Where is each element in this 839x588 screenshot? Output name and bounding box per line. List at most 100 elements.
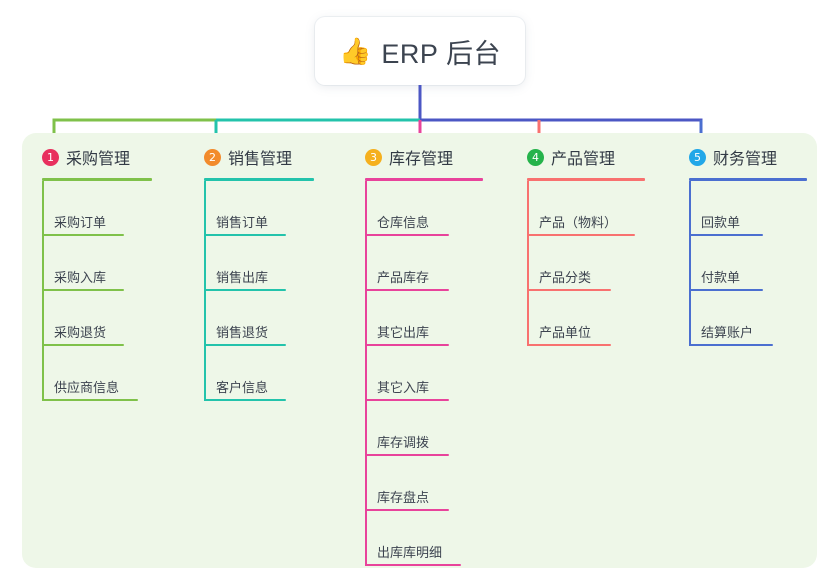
list-item-label: 销售退货	[216, 325, 269, 340]
list-item-rule	[42, 289, 124, 291]
list-item-rule	[365, 234, 449, 236]
branch-title-4: 产品管理	[551, 151, 616, 168]
item-stem	[365, 181, 367, 236]
list-item[interactable]: 回款单	[689, 181, 783, 236]
list-item-rule	[365, 289, 449, 291]
list-item-label: 出库库明细	[377, 545, 443, 560]
list-item[interactable]: 产品（物料）	[527, 181, 655, 236]
list-item-label: 仓库信息	[377, 215, 430, 230]
list-item-label: 付款单	[701, 270, 741, 285]
item-stem	[42, 291, 44, 346]
list-item-rule	[365, 454, 449, 456]
item-stem	[204, 236, 206, 291]
page-title: ERP 后台	[381, 38, 501, 69]
item-stem	[204, 346, 206, 401]
branch-header-rule-3	[365, 178, 483, 181]
list-item-rule	[365, 564, 461, 566]
branch-header-5[interactable]: 5 财务管理	[689, 145, 777, 169]
list-item-label: 产品库存	[377, 270, 430, 285]
list-item-rule	[527, 344, 611, 346]
list-item[interactable]: 销售退货	[204, 291, 306, 346]
list-item-rule	[42, 399, 138, 401]
list-item[interactable]: 采购入库	[42, 236, 144, 291]
item-stem	[204, 181, 206, 236]
list-item[interactable]: 付款单	[689, 236, 783, 291]
branch-title-5: 财务管理	[713, 151, 778, 168]
item-stem	[365, 346, 367, 401]
list-item-label: 其它出库	[377, 325, 430, 340]
list-item-label: 其它入库	[377, 380, 430, 395]
item-stem	[365, 291, 367, 346]
list-item-rule	[689, 344, 773, 346]
item-stem	[42, 346, 44, 401]
list-item-label: 产品单位	[539, 325, 592, 340]
branch-badge-4: 4	[527, 148, 544, 166]
list-item[interactable]: 产品分类	[527, 236, 631, 291]
list-item-rule	[365, 399, 449, 401]
list-item-label: 采购入库	[54, 270, 107, 285]
list-item-label: 销售出库	[216, 270, 269, 285]
thumbs-up-icon: 👍	[339, 36, 372, 66]
item-stem	[42, 236, 44, 291]
list-item-rule	[365, 509, 449, 511]
item-stem	[689, 181, 691, 236]
list-item-rule	[204, 289, 286, 291]
list-item-label: 回款单	[701, 215, 741, 230]
list-item-rule	[204, 234, 286, 236]
list-item[interactable]: 库存盘点	[365, 456, 469, 511]
list-item-label: 结算账户	[701, 325, 754, 340]
list-item-rule	[42, 344, 124, 346]
branch-title-3: 库存管理	[389, 151, 454, 168]
list-item-label: 销售订单	[216, 215, 269, 230]
list-item[interactable]: 结算账户	[689, 291, 793, 346]
item-stem	[365, 456, 367, 511]
list-item[interactable]: 客户信息	[204, 346, 306, 401]
list-item-rule	[527, 289, 611, 291]
list-item[interactable]: 销售订单	[204, 181, 306, 236]
item-stem	[365, 236, 367, 291]
list-item[interactable]: 供应商信息	[42, 346, 158, 401]
branch-badge-2: 2	[204, 148, 221, 166]
list-item[interactable]: 产品单位	[527, 291, 631, 346]
list-item-label: 供应商信息	[54, 380, 120, 395]
list-item[interactable]: 产品库存	[365, 236, 469, 291]
list-item-label: 库存盘点	[377, 490, 430, 505]
list-item-rule	[204, 344, 286, 346]
item-stem	[527, 236, 529, 291]
branch-badge-5: 5	[689, 148, 706, 166]
branch-title-1: 采购管理	[66, 151, 131, 168]
root-node-card[interactable]: 👍 ERP 后台	[315, 17, 525, 85]
branch-header-rule-1	[42, 178, 152, 181]
list-item-rule	[204, 399, 286, 401]
list-item[interactable]: 出库库明细	[365, 511, 481, 566]
item-stem	[527, 181, 529, 236]
list-item-label: 客户信息	[216, 380, 269, 395]
list-item[interactable]: 销售出库	[204, 236, 306, 291]
item-stem	[689, 291, 691, 346]
list-item-rule	[42, 234, 124, 236]
list-item[interactable]: 其它出库	[365, 291, 469, 346]
list-item-label: 采购订单	[54, 215, 107, 230]
list-item[interactable]: 采购订单	[42, 181, 144, 236]
branch-badge-3: 3	[365, 148, 382, 166]
branch-header-4[interactable]: 4 产品管理	[527, 145, 615, 169]
list-item-label: 库存调拨	[377, 435, 430, 450]
branch-header-3[interactable]: 3 库存管理	[365, 145, 453, 169]
item-stem	[527, 291, 529, 346]
item-stem	[365, 401, 367, 456]
branch-header-2[interactable]: 2 销售管理	[204, 145, 292, 169]
branch-header-rule-2	[204, 178, 314, 181]
branch-header-rule-5	[689, 178, 807, 181]
list-item-label: 采购退货	[54, 325, 107, 340]
branch-title-2: 销售管理	[228, 151, 293, 168]
item-stem	[204, 291, 206, 346]
list-item-label: 产品（物料）	[539, 215, 618, 230]
list-item[interactable]: 其它入库	[365, 346, 469, 401]
list-item[interactable]: 库存调拨	[365, 401, 469, 456]
list-item[interactable]: 仓库信息	[365, 181, 469, 236]
list-item[interactable]: 采购退货	[42, 291, 144, 346]
item-stem	[42, 181, 44, 236]
